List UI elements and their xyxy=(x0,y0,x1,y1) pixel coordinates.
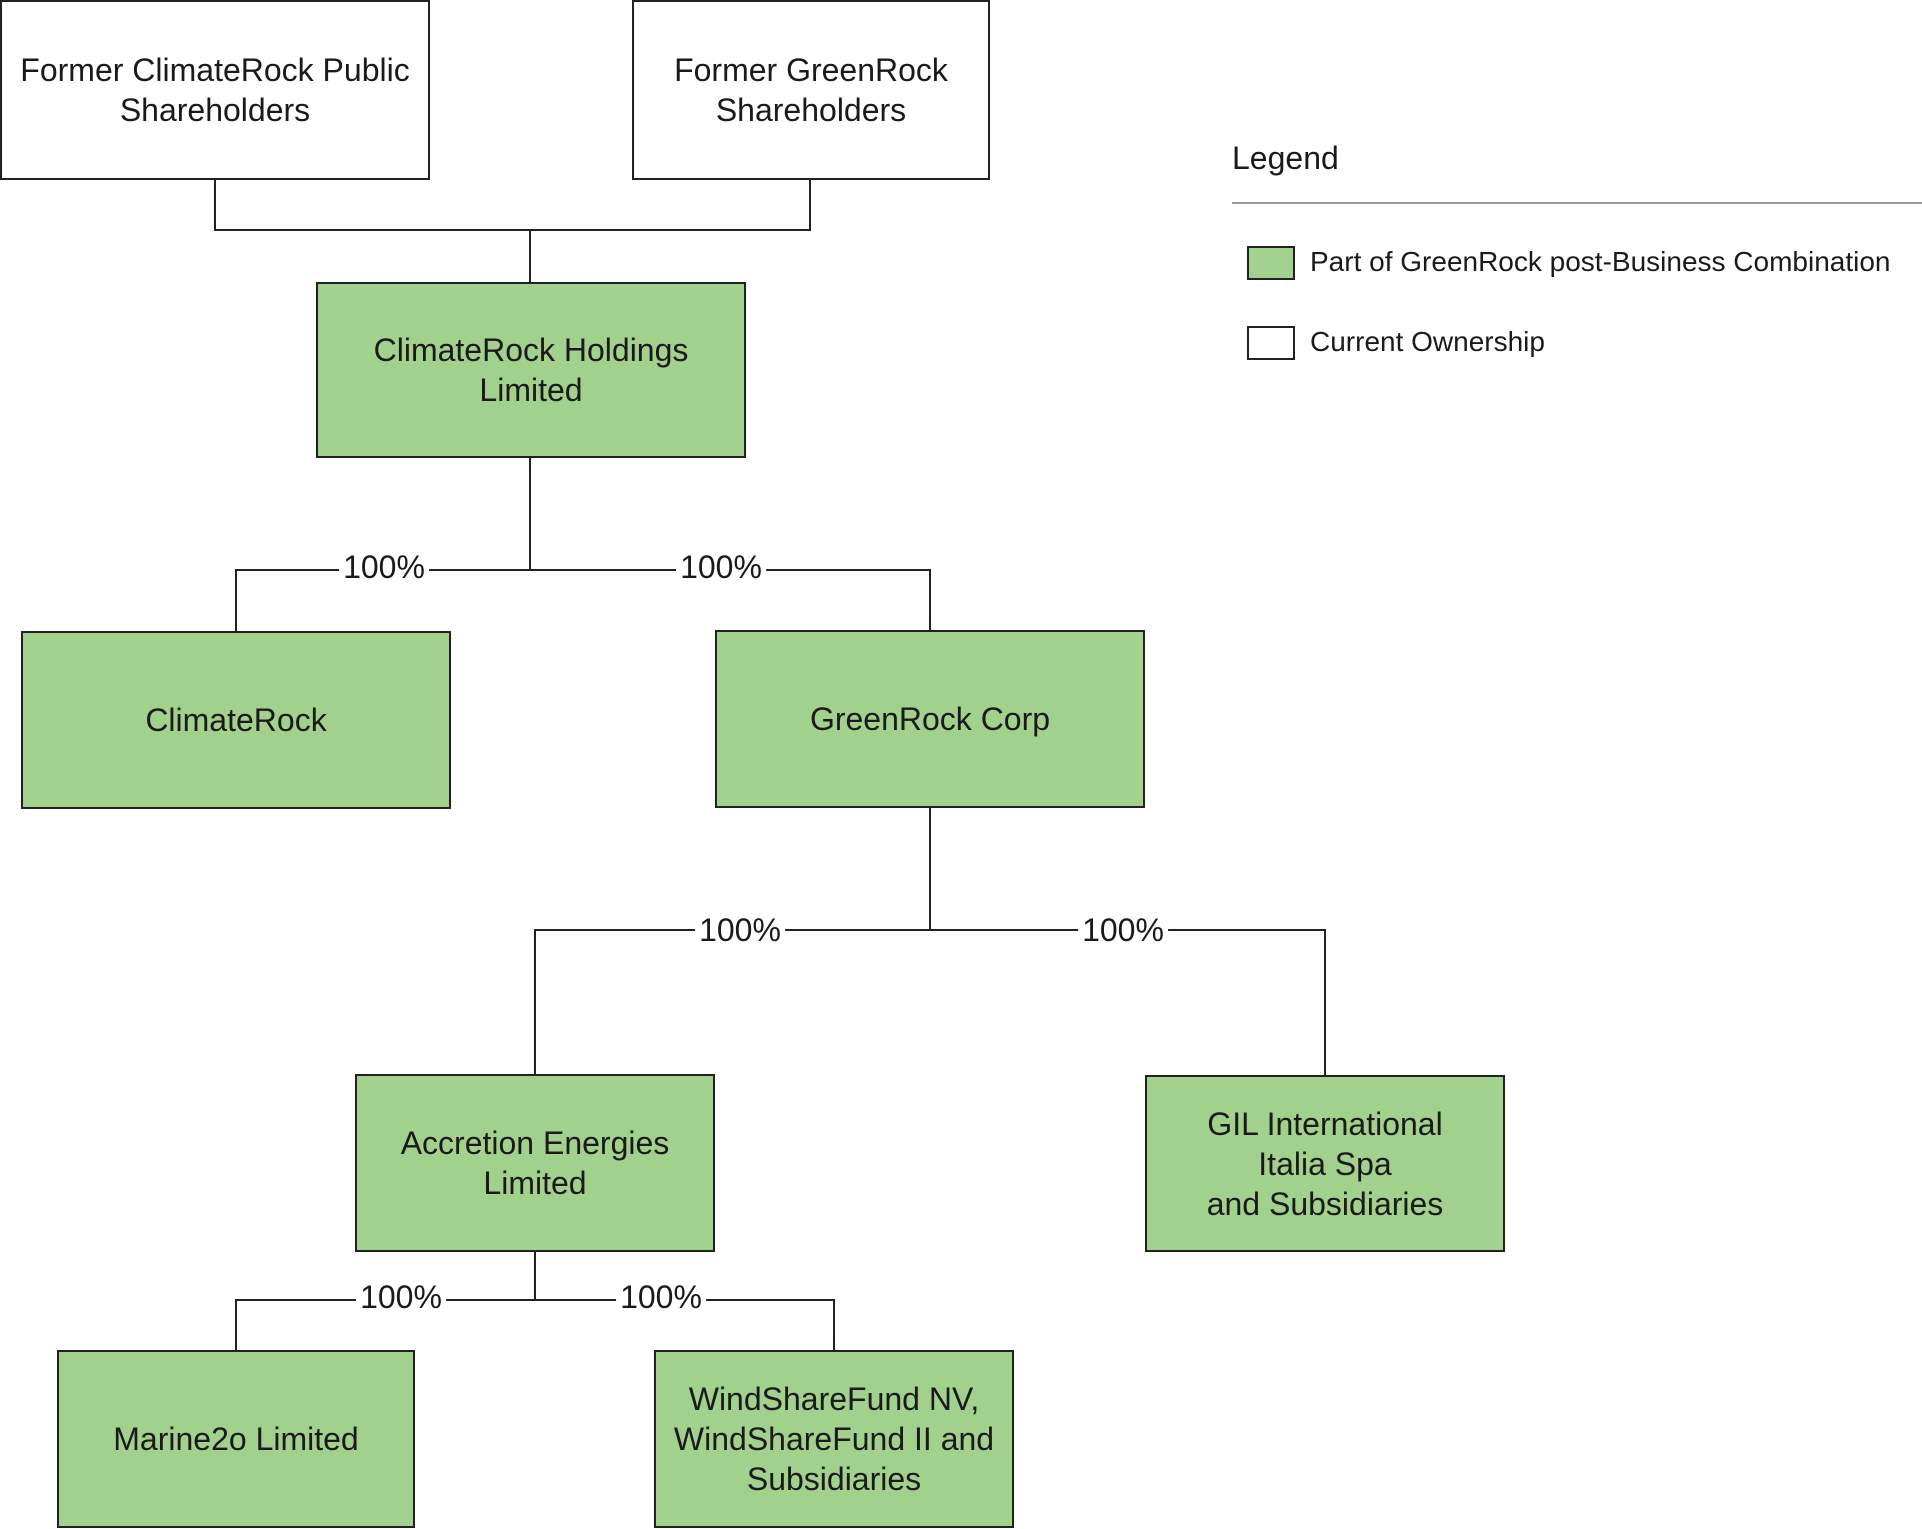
node-former-greenrock-shareholders: Former GreenRock Shareholders xyxy=(632,0,990,180)
connector-greenrock-branch xyxy=(534,929,1326,1075)
legend-swatch-white xyxy=(1247,326,1295,360)
ownership-label-gil: 100% xyxy=(1078,912,1168,948)
ownership-label-windshare: 100% xyxy=(616,1279,706,1315)
legend-title: Legend xyxy=(1232,140,1339,176)
node-gil-international-italia-spa: GIL International Italia Spa and Subsidi… xyxy=(1145,1075,1505,1252)
legend-divider xyxy=(1232,202,1922,204)
legend-label-current-ownership: Current Ownership xyxy=(1310,326,1545,357)
node-climaterock-holdings-limited: ClimateRock Holdings Limited xyxy=(316,282,746,458)
connector-holdings-branch xyxy=(235,569,931,631)
node-marine2o-limited: Marine2o Limited xyxy=(57,1350,415,1528)
node-former-climaterock-public-shareholders: Former ClimateRock Public Shareholders xyxy=(0,0,430,180)
ownership-label-accretion: 100% xyxy=(695,912,785,948)
legend-swatch-green xyxy=(1247,246,1295,280)
connector-shareholders xyxy=(214,178,811,231)
node-windsharefund: WindShareFund NV, WindShareFund II and S… xyxy=(654,1350,1014,1528)
ownership-label-marine2o: 100% xyxy=(356,1279,446,1315)
connector-accretion-branch xyxy=(235,1299,835,1350)
ownership-label-greenrock-corp: 100% xyxy=(676,549,766,585)
node-accretion-energies-limited: Accretion Energies Limited xyxy=(355,1074,715,1252)
legend-label-post-combination: Part of GreenRock post-Business Combinat… xyxy=(1310,246,1891,277)
ownership-label-climaterock: 100% xyxy=(339,549,429,585)
node-climaterock: ClimateRock xyxy=(21,631,451,809)
node-greenrock-corp: GreenRock Corp xyxy=(715,630,1145,808)
